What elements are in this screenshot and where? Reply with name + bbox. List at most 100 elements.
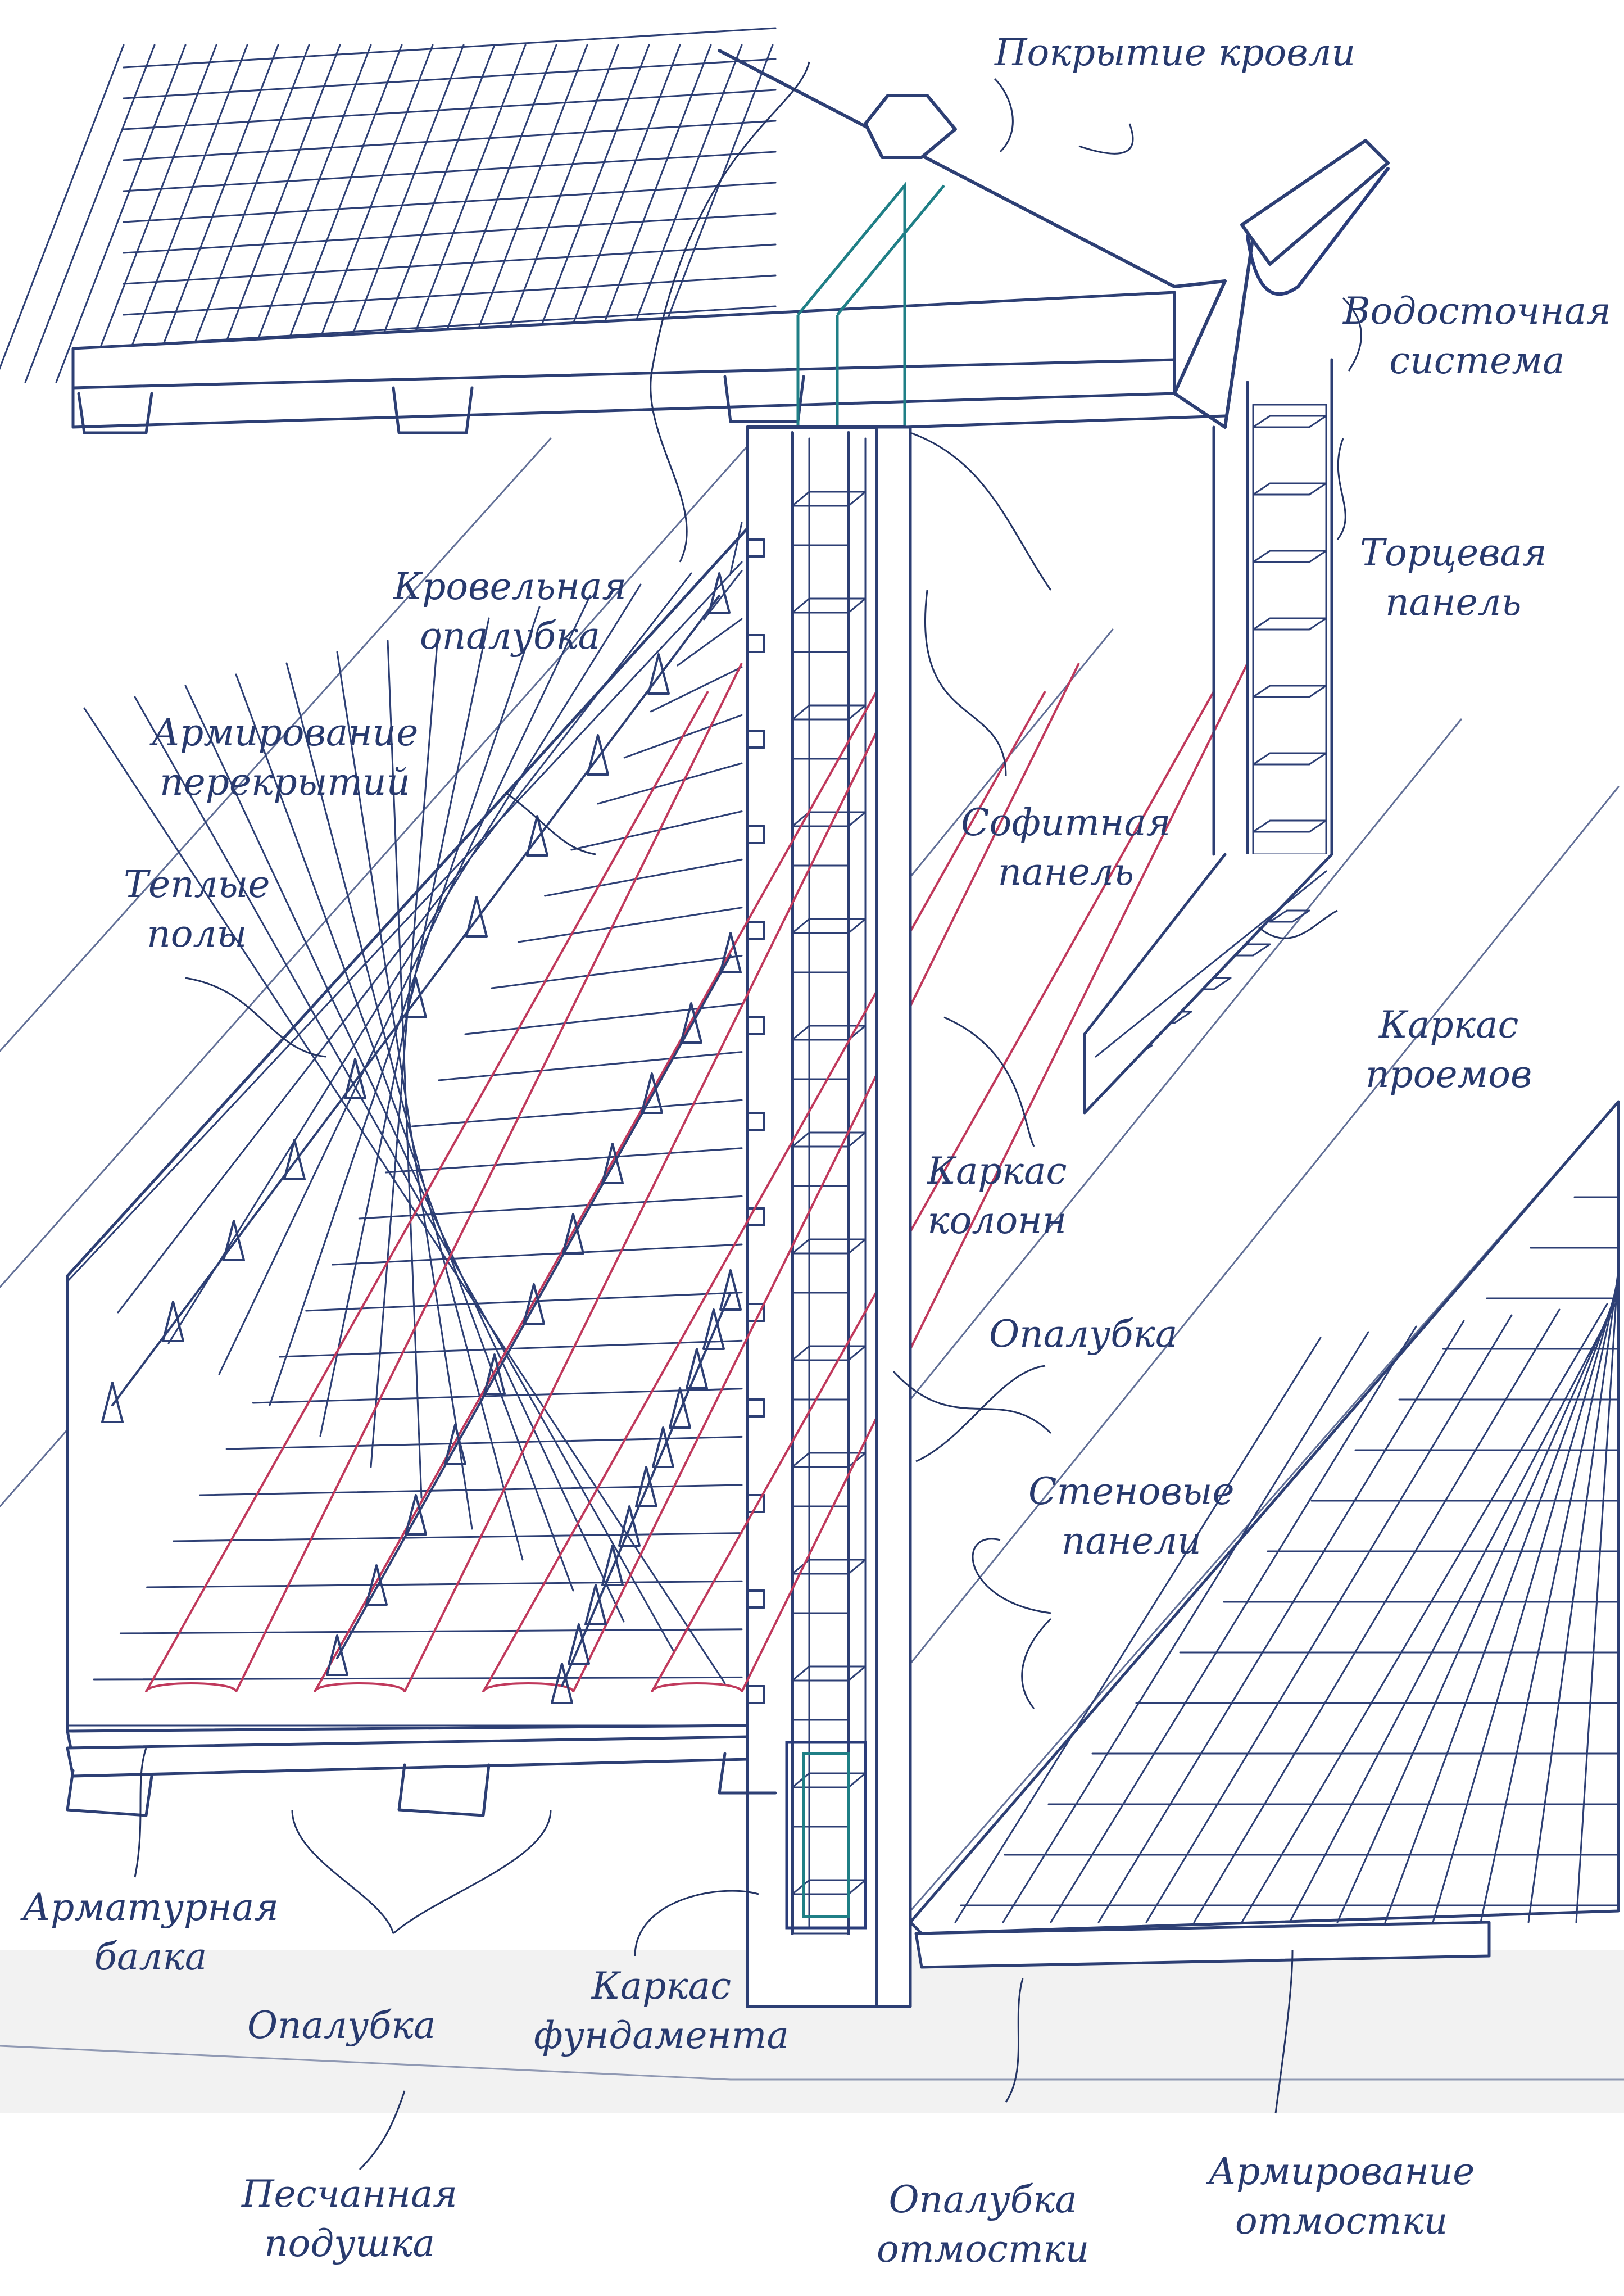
floor-mesh-line — [184, 685, 625, 1623]
floor-mesh-line — [491, 954, 743, 989]
floor-mesh-line — [438, 1051, 743, 1081]
floor-mesh-line — [305, 1292, 743, 1312]
roof-mesh-line — [86, 44, 217, 383]
roof-mesh-line — [55, 44, 187, 383]
roof-mesh-line — [117, 44, 248, 383]
floor-mesh-line — [677, 618, 743, 667]
roof-slab — [71, 291, 1176, 434]
opening-stirrup — [1252, 550, 1327, 563]
foundation-beam — [66, 1735, 777, 1817]
roof-mesh-line — [364, 44, 496, 383]
floor-mesh-line — [66, 561, 743, 1283]
ground-sand-cushion — [0, 1950, 1624, 2113]
label-roof-formwork: Кровельная опалубка — [393, 565, 627, 658]
roof-mesh-line — [123, 27, 777, 69]
opening-stirrup — [1269, 909, 1310, 923]
blind-mesh-line — [1336, 1292, 1620, 1923]
roof-mesh-line — [148, 44, 279, 383]
roof-mesh-line — [123, 243, 777, 285]
label-warm-floors: Теплые полы — [124, 863, 270, 955]
truss-diagonal — [223, 1220, 245, 1261]
truss-diagonal — [719, 1269, 742, 1311]
opening-stirrup — [1252, 617, 1327, 631]
floor-mesh-line — [93, 1676, 743, 1681]
blind-mesh-line — [1097, 1320, 1465, 1923]
floor-mesh-line — [269, 606, 541, 1406]
floor-mesh-line — [225, 1435, 743, 1450]
column-stirrups — [791, 491, 867, 1935]
label-formwork-wall: Опалубка — [989, 1312, 1178, 1356]
formwork-notch — [746, 634, 765, 653]
truss-diagonal — [601, 1545, 624, 1586]
truss-diagonal — [101, 1382, 124, 1423]
truss-diagonal — [686, 1348, 708, 1389]
roof-mesh-line — [457, 44, 588, 383]
wall-panel-right — [875, 358, 1333, 2008]
floor-mesh-line — [517, 907, 743, 943]
truss-diagonal — [587, 734, 609, 776]
truss-diagonal — [465, 896, 488, 938]
label-sand-cushion: Песчанная подушка — [242, 2172, 457, 2265]
formwork-notch — [746, 921, 765, 940]
roof-mesh-line — [271, 44, 403, 383]
truss-diagonal — [405, 977, 427, 1018]
label-blind-area-reinforcement: Армирование отмостки — [1208, 2150, 1475, 2243]
roof-mesh-line — [0, 44, 125, 370]
truss-diagonal — [719, 932, 742, 973]
roof-mesh-line — [395, 44, 527, 383]
truss-diagonal — [652, 1426, 674, 1468]
truss-diagonal — [641, 1072, 663, 1114]
truss-diagonal — [584, 1584, 607, 1625]
floor-mesh-line — [319, 617, 490, 1437]
label-wall-panels: Стеновые панели — [1028, 1470, 1235, 1563]
roof-gable — [718, 49, 1390, 429]
truss-diagonal — [669, 1387, 691, 1429]
formwork-notch — [746, 1016, 765, 1035]
roof-mesh-line — [210, 44, 341, 383]
truss-diagonal — [618, 1505, 641, 1547]
heating-pipe-run — [482, 691, 1046, 1692]
truss-diagonal — [708, 572, 731, 614]
heating-pipe-run — [145, 691, 709, 1692]
roof-mesh-line — [123, 182, 777, 223]
floor-mesh-line — [134, 696, 675, 1654]
truss-diagonal — [483, 1353, 506, 1395]
truss-diagonal — [551, 1663, 573, 1704]
roof-mesh-line — [24, 44, 156, 383]
floor-mesh-line — [729, 522, 743, 574]
truss-diagonal — [635, 1466, 657, 1507]
blind-mesh-line — [1050, 1325, 1417, 1923]
opening-stirrup — [1252, 752, 1327, 766]
column-stirrup — [791, 1025, 867, 1041]
formwork-notch — [746, 538, 765, 558]
truss-chord — [561, 1292, 732, 1687]
roof-mesh-line — [123, 212, 777, 254]
column-stirrup — [791, 491, 867, 507]
truss-diagonal — [601, 1143, 624, 1184]
opening-stirrup — [1252, 819, 1327, 833]
label-roof-covering: Покрытие кровли — [995, 31, 1356, 74]
floor-mesh-line — [597, 762, 743, 805]
label-slab-reinforcement: Армирование перекрытий — [152, 711, 419, 804]
floor-mesh-line — [387, 640, 423, 1499]
blind-area-mesh — [954, 1145, 1620, 1923]
column-stirrup — [791, 1131, 867, 1148]
blind-mesh-line — [1145, 1314, 1513, 1923]
heating-pipe-run — [314, 663, 911, 1692]
blind-mesh-line — [1289, 1297, 1620, 1923]
formwork-notch — [746, 1685, 765, 1704]
column-stirrup — [791, 918, 867, 934]
column-stirrup — [791, 1345, 867, 1361]
blind-mesh-line — [1241, 1303, 1608, 1923]
blind-mesh-line — [954, 1337, 1322, 1923]
formwork-notch — [746, 1112, 765, 1131]
opening-frame — [1083, 853, 1333, 1115]
column-stirrup — [791, 597, 867, 614]
formwork-notch — [746, 1398, 765, 1418]
opening-stirrup — [1252, 685, 1327, 698]
blind-mesh-line — [1575, 1264, 1620, 1923]
roof-mesh-line — [123, 89, 777, 130]
label-blind-area-formwork: Опалубка отмостки — [877, 2178, 1090, 2271]
foundation-cage — [785, 1741, 867, 1930]
